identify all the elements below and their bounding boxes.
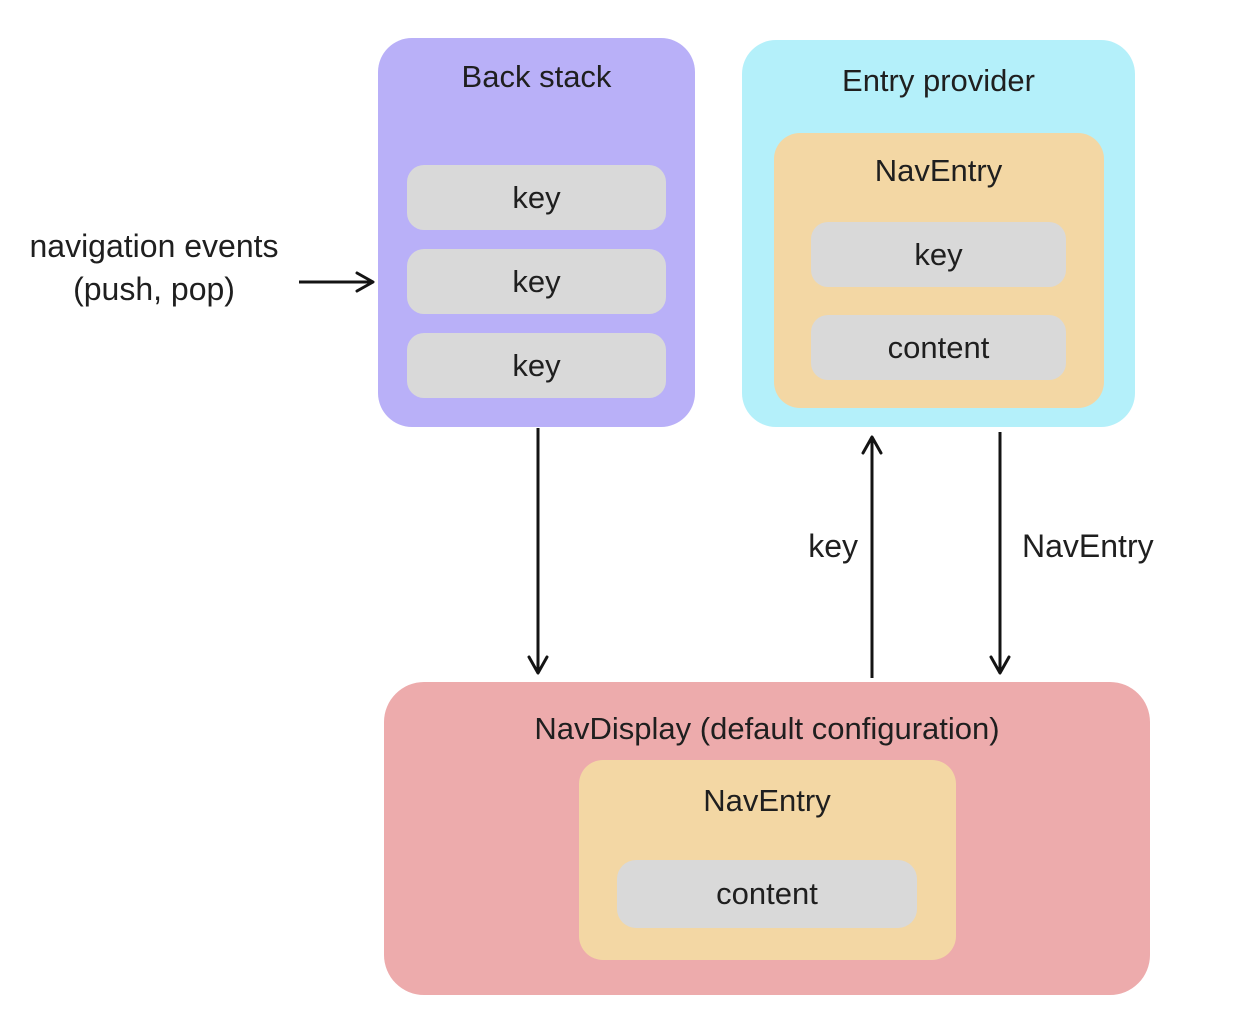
key-arrow-label: key [808,528,858,564]
navigation-events-label-line2: (push, pop) [73,271,235,307]
nav-display-content-pill: content [617,860,917,928]
back-stack-key-pill: key [407,333,666,398]
nav-display-naventry-title: NavEntry [703,783,831,818]
entry-provider-title: Entry provider [842,63,1035,98]
back-stack-key-pill: key [407,249,666,314]
nav-display-box: NavDisplay (default configuration) NavEn… [384,682,1150,995]
entry-provider-naventry-box: NavEntry key content [773,133,1104,408]
back-stack-key-pill: key [407,165,666,230]
naventry-arrow-label: NavEntry [1022,528,1154,564]
entry-provider-content-pill: content [811,315,1066,380]
back-stack-title: Back stack [461,59,612,94]
back-stack-box: Back stack key key key [378,38,695,427]
navigation-events-label: navigation events (push, pop) [4,225,304,311]
entry-provider-key-pill: key [811,222,1066,287]
navigation-events-label-line1: navigation events [29,228,279,264]
entry-provider-naventry-title: NavEntry [874,153,1003,188]
nav-display-naventry-box: NavEntry content [578,760,956,960]
entry-provider-box: Entry provider NavEntry key content [742,40,1135,427]
nav-display-title: NavDisplay (default configuration) [534,711,1000,746]
